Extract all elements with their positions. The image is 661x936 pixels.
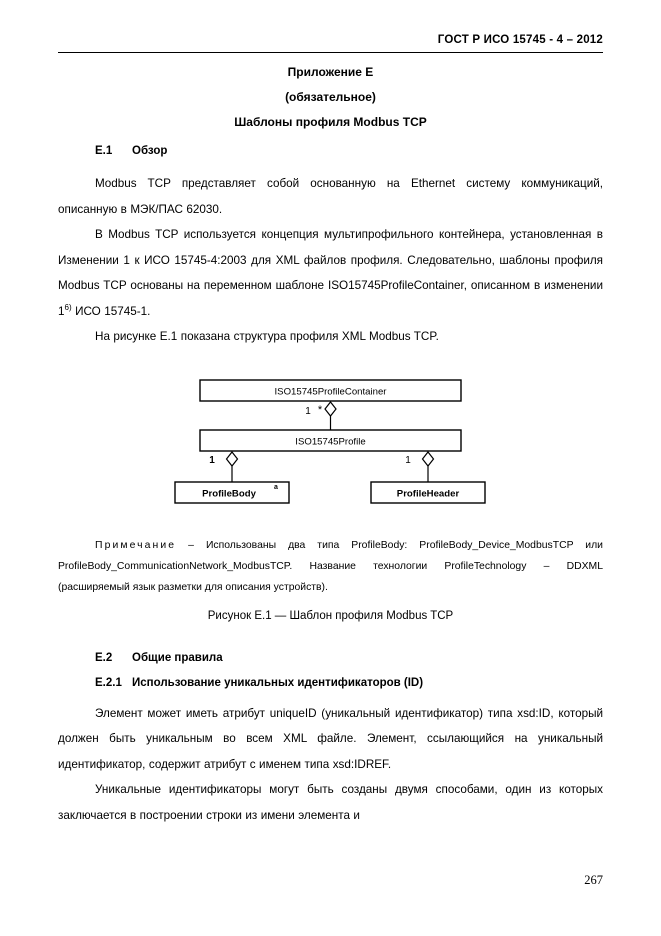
annex-title-line-3: Шаблоны профиля Modbus TCP: [234, 115, 427, 129]
uml-box-label-container: ISO15745ProfileContainer: [275, 386, 388, 397]
paragraph-e1-1: Modbus TCP представляет собой основанную…: [58, 177, 603, 216]
paragraph-e1-2-text: В Modbus TCP используется концепция муль…: [58, 228, 603, 318]
footnote-reference-marker: 6): [64, 302, 72, 312]
figure-e1-diagram: ISO15745ProfileContainer 1 * ISO15745Pro…: [58, 376, 603, 521]
annex-title-block: Приложение Е (обязательное) Шаблоны проф…: [58, 60, 603, 135]
section-number-e1: Е.1: [95, 145, 113, 157]
note-dash: –: [188, 539, 194, 551]
paragraph-e1-2-tail: ИСО 15745-1.: [71, 304, 151, 318]
paragraph-e1-2: В Modbus TCP используется концепция муль…: [58, 222, 603, 324]
spacer-before-caption: [58, 598, 603, 608]
figure-caption: Рисунок Е.1 — Шаблон профиля Modbus TCP: [207, 609, 454, 622]
uml-aggregation-diamond-profile-header: [421, 450, 435, 467]
uml-box-profileheader: [370, 480, 486, 504]
spacer-after-figure: [58, 521, 603, 535]
uml-box-label-profileheader: ProfileHeader: [397, 488, 460, 499]
paragraph-e21-2: Уникальные идентификаторы могут быть соз…: [58, 783, 603, 822]
page-number: 267: [584, 873, 603, 887]
section-heading-e2: Е.2 Общие правила: [58, 650, 603, 666]
uml-box-profilebody: [174, 480, 290, 504]
uml-box-label-profile: ISO15745Profile: [295, 436, 365, 447]
paragraph-e21-1: Элемент может иметь атрибут uniqueID (ун…: [58, 706, 603, 771]
uml-multiplicity-container-many: *: [318, 404, 323, 416]
section-heading-e1: Е.1 Обзор: [58, 143, 603, 159]
section-title-e21: Использование уникальных идентификаторов…: [132, 676, 424, 689]
section-title-e2: Общие правила: [132, 651, 223, 664]
annex-title-line-1: Приложение Е: [287, 65, 374, 79]
uml-class-diagram-svg: ISO15745ProfileContainer 1 * ISO15745Pro…: [174, 378, 486, 504]
section-heading-e21: Е.2.1 Использование уникальных идентифика…: [58, 675, 603, 691]
uml-box-iso15745profile: [199, 428, 462, 452]
document-header-standard-number: ГОСТ Р ИСО 15745 - 4 – 2012: [437, 34, 603, 46]
paragraph-e1-3: На рисунке Е.1 показана структура профил…: [95, 330, 439, 343]
uml-multiplicity-profile-header: 1: [405, 455, 411, 466]
note-text: Использованы два типа ProfileBody: Profi…: [58, 539, 603, 593]
uml-box-label-profilebody: ProfileBody: [202, 488, 257, 499]
document-body: Е.1 Обзор Modbus TCP представляет собой о…: [58, 143, 603, 828]
section-number-e2: Е.2: [95, 651, 113, 664]
spacer-before-figure: [58, 350, 603, 376]
spacer-before-e2: [58, 624, 603, 650]
annex-title-line-2: (обязательное): [285, 90, 376, 104]
figure-note: Примечание – Использованы два типа Profi…: [58, 535, 603, 598]
uml-multiplicity-container-1: 1: [305, 406, 311, 417]
uml-multiplicity-profile-body: 1: [209, 455, 215, 466]
header-divider-rule: [58, 52, 603, 53]
section-title-e1: Обзор: [132, 145, 168, 157]
uml-footnote-marker-profilebody: a: [274, 484, 278, 491]
section-number-e21: Е.2.1: [95, 676, 122, 689]
uml-aggregation-diamond-container-profile: [324, 400, 337, 417]
uml-box-iso15745profilecontainer: [199, 378, 462, 402]
note-label: Примечание: [95, 539, 177, 551]
uml-aggregation-diamond-profile-body: [225, 450, 239, 467]
